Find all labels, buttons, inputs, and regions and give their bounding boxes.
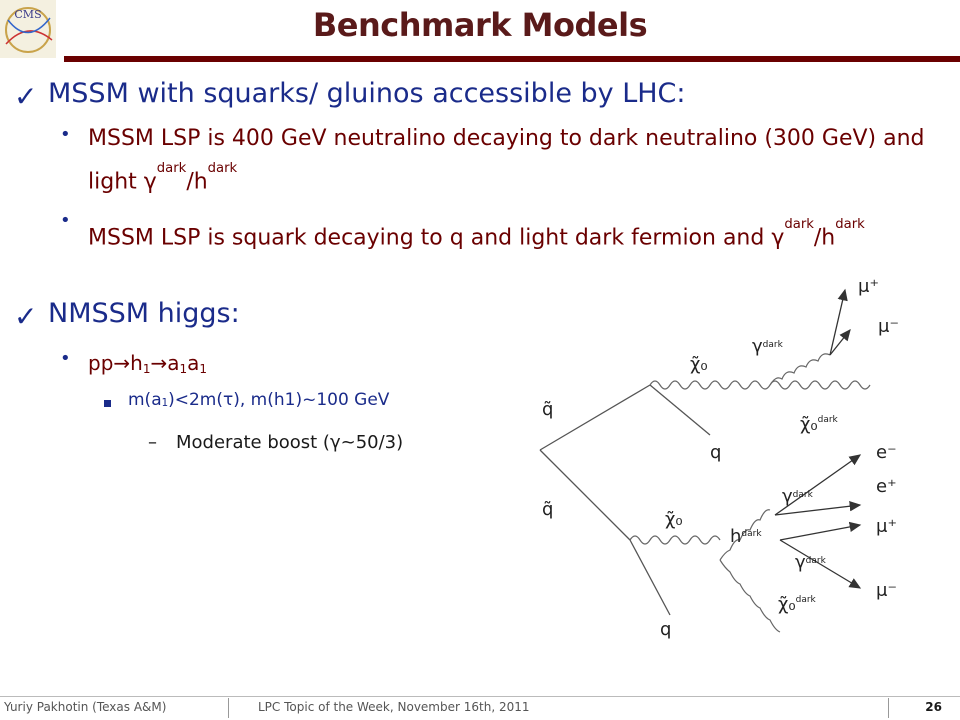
footer-separator bbox=[228, 698, 229, 718]
sub-text-b: )<2m(τ), m(h1)~100 GeV bbox=[168, 390, 390, 410]
chi-dark-label-top: χ̃₀dark bbox=[800, 414, 839, 435]
bullet1-text: MSSM LSP is 400 GeV neutralino decaying … bbox=[88, 126, 925, 195]
arrow-icon: → bbox=[113, 351, 131, 375]
arrow-icon: → bbox=[150, 351, 168, 375]
sub2-text-a: Moderate boost ( bbox=[176, 432, 330, 453]
footer-author: Yuriy Pakhotin (Texas A&M) bbox=[4, 700, 167, 714]
h-text: h bbox=[130, 351, 143, 375]
svg-text:CMS: CMS bbox=[14, 8, 41, 21]
mu-minus-label-top: μ⁻ bbox=[878, 316, 899, 337]
bullet1-sup1: dark bbox=[156, 161, 187, 176]
e-minus-label: e⁻ bbox=[876, 442, 897, 463]
title-rule bbox=[64, 56, 960, 62]
sub-text-a: m(a bbox=[128, 390, 162, 410]
section2-heading: NMSSM higgs: bbox=[48, 298, 240, 329]
mu-minus-arrow-top bbox=[829, 328, 851, 356]
bullet2-text: MSSM LSP is squark decaying to q and lig… bbox=[88, 225, 765, 251]
chi-dark-wave-top bbox=[769, 380, 871, 390]
mu-plus-label-top: μ⁺ bbox=[858, 276, 879, 297]
decay-diagram: q̃ q χ̃₀ γdark χ̃₀dark μ⁺ μ⁻ q̃ q χ̃₀ hd… bbox=[539, 276, 899, 640]
chi-dark-wave-bottom bbox=[719, 559, 781, 633]
mu-plus-label-bottom: μ⁺ bbox=[876, 516, 897, 537]
sub2-gamma: γ bbox=[329, 432, 341, 453]
h-dark-label: hdark bbox=[730, 526, 762, 547]
mu-minus-arrow-bottom bbox=[779, 539, 862, 589]
chi-dark-label-bottom: χ̃₀dark bbox=[778, 594, 817, 615]
chi-label-bottom: χ̃₀ bbox=[665, 509, 683, 530]
cms-logo: CMS bbox=[0, 0, 56, 58]
sub2-text-b: ~50/3) bbox=[340, 432, 404, 453]
section1-bullet2: MSSM LSP is squark decaying to q and lig… bbox=[88, 210, 948, 254]
bullet2-sup2: dark bbox=[835, 217, 865, 232]
q-label-bottom: q bbox=[660, 619, 671, 640]
dash-icon: – bbox=[148, 432, 157, 453]
bullet2-sup1: dark bbox=[784, 217, 814, 232]
section2-bullet1: pp→h1→a1a1 bbox=[88, 348, 207, 384]
a2-sub: 1 bbox=[199, 362, 208, 376]
q-label-top: q bbox=[710, 442, 721, 463]
section2-subsubbullet: Moderate boost (γ~50/3) bbox=[176, 432, 403, 453]
chi-label-top: χ̃₀ bbox=[690, 354, 708, 375]
mu-plus-arrow-bottom bbox=[779, 521, 862, 541]
page-number: 26 bbox=[925, 700, 942, 714]
a-sub: 1 bbox=[179, 362, 188, 376]
chi-wave-bottom bbox=[629, 535, 721, 545]
squark-label-bottom: q̃ bbox=[542, 499, 553, 520]
e-plus-label: e⁺ bbox=[876, 476, 897, 497]
bullet2-gamma: γ bbox=[771, 225, 785, 251]
chi-wave-top bbox=[649, 380, 771, 390]
gamma-dark-label-b2: γdark bbox=[795, 552, 827, 573]
q-line-bottom bbox=[629, 539, 671, 616]
squark-label-top: q̃ bbox=[542, 399, 553, 420]
bullet1-gamma: γ bbox=[143, 169, 157, 195]
e-minus-arrow bbox=[774, 454, 862, 516]
mu-plus-arrow-top bbox=[829, 288, 848, 356]
h-dark-wave bbox=[719, 509, 771, 561]
h-sub: 1 bbox=[142, 362, 151, 376]
q-line-top bbox=[649, 384, 711, 436]
bullet-icon: • bbox=[60, 348, 71, 369]
mu-minus-label-bottom: μ⁻ bbox=[876, 580, 897, 601]
gamma-dark-label-b1: γdark bbox=[782, 486, 814, 507]
bullet-icon: • bbox=[60, 124, 71, 145]
a-text: a bbox=[167, 351, 180, 375]
gamma-dark-label-top: γdark bbox=[752, 336, 784, 357]
squark-line-bottom bbox=[539, 449, 631, 541]
footer-rule bbox=[0, 696, 960, 697]
page-title: Benchmark Models bbox=[312, 6, 648, 44]
section2-subbullet: m(a1)<2m(τ), m(h1)~100 GeV bbox=[128, 390, 389, 410]
bullet1-slash: /h bbox=[186, 169, 208, 195]
square-bullet-icon bbox=[104, 400, 111, 407]
sub-text-a-sub: 1 bbox=[161, 398, 169, 410]
footer-event: LPC Topic of the Week, November 16th, 20… bbox=[258, 700, 530, 714]
check-icon: ✓ bbox=[14, 80, 38, 113]
section1-heading: MSSM with squarks/ gluinos accessible by… bbox=[48, 78, 686, 109]
gamma-wave-top bbox=[769, 353, 831, 386]
e-plus-arrow bbox=[774, 501, 862, 516]
bullet2-slash: /h bbox=[813, 225, 836, 251]
check-icon: ✓ bbox=[14, 300, 38, 333]
a2-text: a bbox=[187, 351, 200, 375]
section1-bullet1: MSSM LSP is 400 GeV neutralino decaying … bbox=[88, 124, 948, 198]
pp-text: pp bbox=[88, 351, 114, 375]
squark-line-top bbox=[539, 384, 651, 451]
footer-separator bbox=[888, 698, 889, 718]
bullet-icon: • bbox=[60, 210, 71, 231]
bullet1-sup2: dark bbox=[207, 161, 238, 176]
